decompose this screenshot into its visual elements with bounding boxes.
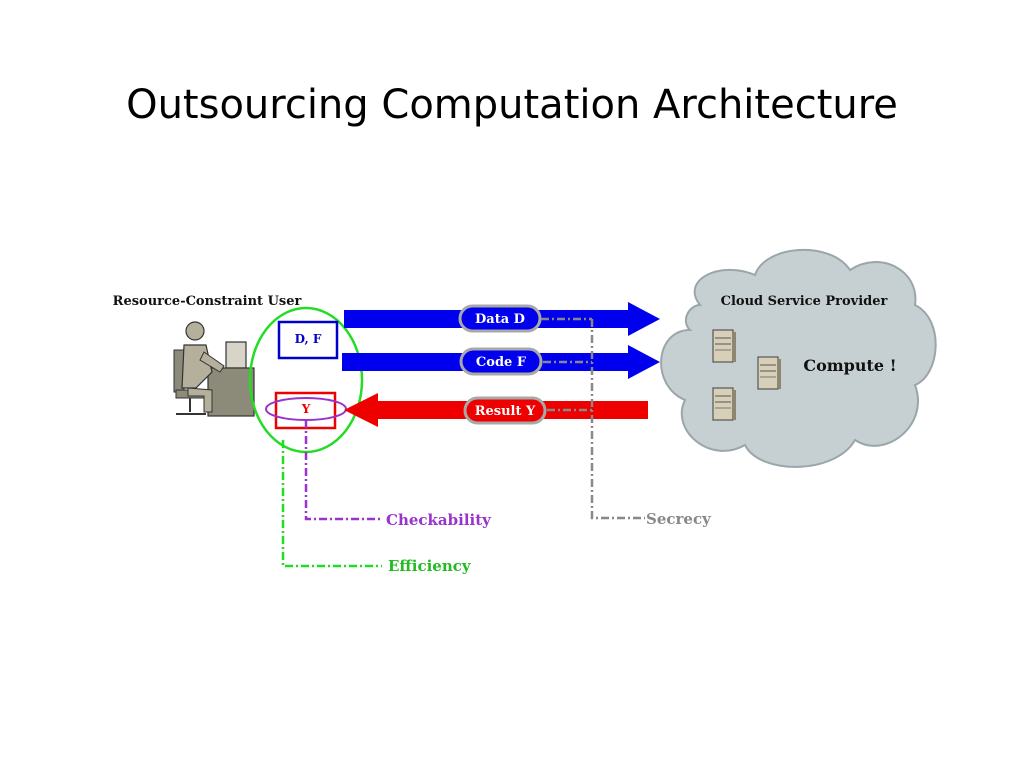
- result-label: Result Y: [475, 404, 536, 419]
- cloud-label: Cloud Service Provider: [721, 294, 888, 309]
- inputs-box-label: D, F: [295, 332, 322, 346]
- code-label-pill: [459, 347, 543, 376]
- server-icon: [757, 356, 781, 390]
- result-box-label: Y: [301, 402, 311, 416]
- data-label: Data D: [475, 312, 525, 327]
- efficiency-label: Efficiency: [388, 557, 472, 575]
- checkability-connector: [304, 420, 382, 521]
- server-icon: [712, 387, 736, 421]
- secrecy-label: Secrecy: [646, 510, 712, 528]
- data-label-pill: [458, 304, 542, 333]
- user-label: Resource-Constraint User: [113, 294, 302, 309]
- compute-label: Compute !: [803, 356, 896, 375]
- checkability-label: Checkability: [386, 511, 492, 529]
- result-label-pill: [463, 396, 547, 425]
- efficiency-connector: [281, 440, 382, 568]
- secrecy-connector: [541, 317, 645, 520]
- slide-title: Outsourcing Computation Architecture: [126, 82, 898, 128]
- code-label: Code F: [476, 355, 527, 370]
- user-at-desk-icon: [173, 321, 255, 417]
- inputs-box: [277, 320, 339, 360]
- server-icon: [712, 329, 736, 363]
